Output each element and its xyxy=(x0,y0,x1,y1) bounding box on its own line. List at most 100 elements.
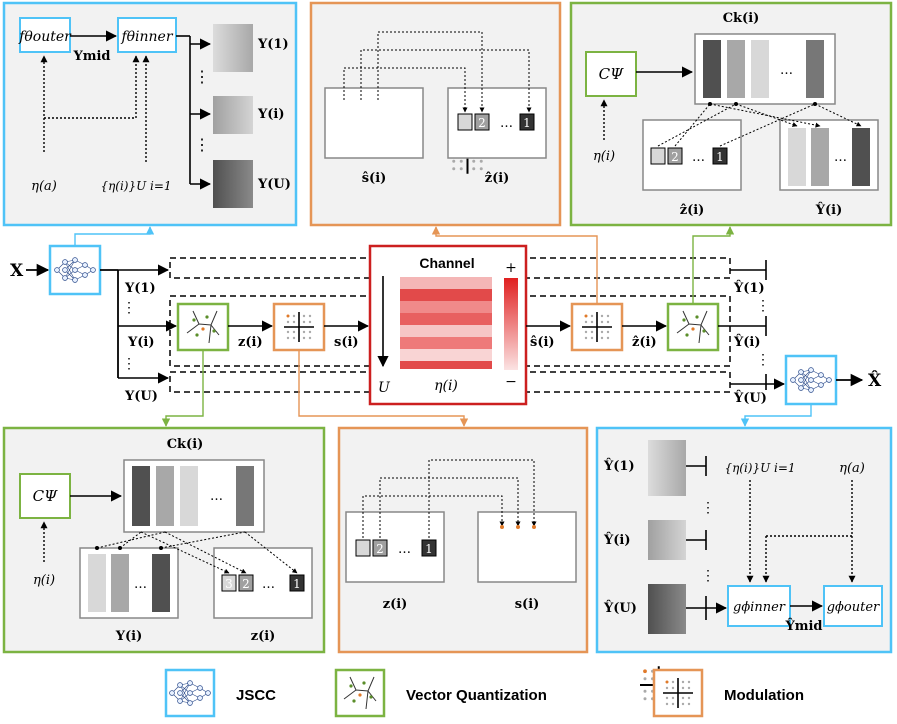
ellipsis: … xyxy=(134,577,147,592)
yi-label: Y(i) xyxy=(257,107,285,122)
c-psi-label: CΨ xyxy=(599,65,624,83)
vdots: ⋮ xyxy=(701,568,715,584)
index-value: 1 xyxy=(425,542,433,556)
y-mid-label: Ymid xyxy=(72,49,110,64)
modulation-detail-panel: 2 … 1 z(i) s(i) xyxy=(337,426,679,705)
index-value: 1 xyxy=(716,150,724,164)
eta-set-label: {η(i)}U i=1 xyxy=(724,461,795,475)
s-hat-stream-label: ŝ(i) xyxy=(530,335,555,350)
yU-label: Y(U) xyxy=(257,177,291,192)
index-value: 2 xyxy=(671,150,679,164)
legend-mod-label: Modulation xyxy=(724,687,804,704)
z-stream-label: z(i) xyxy=(238,335,263,350)
index-cell xyxy=(519,113,535,131)
eta-set-label: {η(i)}U i=1 xyxy=(100,179,171,193)
index-value: 2 xyxy=(376,542,384,556)
yi-hat-label: Ŷ(i) xyxy=(603,532,631,548)
main-pipeline: X Y(1) Y(i) ⋮ z(i) s(i) Y(U) ⋮ Channel U xyxy=(10,226,882,427)
c-psi-label: CΨ xyxy=(33,487,58,505)
encoder-detail-panel: fθouter Ymid fθinner ⋮ ⋮ Y(1) Y(i) Y(U) … xyxy=(2,1,298,227)
eta-a-label: η(a) xyxy=(839,461,865,476)
yU-stream-label: Y(U) xyxy=(124,389,158,404)
index-cell xyxy=(474,113,490,131)
ellipsis: … xyxy=(398,542,411,557)
codebook-label: Ck(i) xyxy=(167,437,204,452)
index-value: 1 xyxy=(293,577,301,591)
legend-vq-swatch xyxy=(334,668,386,718)
y-hat-label: Ŷ(i) xyxy=(815,202,843,218)
index-cell xyxy=(457,113,473,131)
eta-label: η(i) xyxy=(593,149,615,164)
c-psi-block xyxy=(585,51,637,97)
y1-hat-stream-label: Ŷ(1) xyxy=(733,280,765,296)
vdots: ⋮ xyxy=(194,135,210,154)
s-label: s(i) xyxy=(515,597,540,612)
constellation-box xyxy=(477,511,577,583)
index-value: 2 xyxy=(478,116,486,130)
yi-hat-stream-label: Ŷ(i) xyxy=(733,334,761,350)
f-outer-block xyxy=(19,17,71,53)
y-mid-label: Ŷmid xyxy=(784,618,822,634)
vdots: ⋮ xyxy=(194,67,210,86)
index-value: 3 xyxy=(225,577,233,591)
z-hat-stream-label: ẑ(i) xyxy=(632,335,657,350)
yU-hat-stream-label: Ŷ(U) xyxy=(733,390,767,406)
yi-stream-label: Y(i) xyxy=(127,335,155,350)
ellipsis: … xyxy=(210,489,223,504)
feature-block xyxy=(213,160,253,208)
eta-a-label: η(a) xyxy=(31,179,57,194)
g-outer-block xyxy=(823,585,883,627)
vdots: ⋮ xyxy=(122,356,136,372)
z-hat-label: ẑ(i) xyxy=(485,171,510,186)
y-label: Y(i) xyxy=(115,629,143,644)
feature-block xyxy=(213,24,253,72)
dequantization-detail-panel: Ck(i) … CΨ η(i) 2 … 1 … ẑ(i) Ŷ(i) xyxy=(569,1,893,227)
ellipsis: … xyxy=(262,577,275,592)
z-hat-label: ẑ(i) xyxy=(680,203,705,218)
constellation-box xyxy=(324,87,424,159)
channel-title: Channel xyxy=(419,255,474,271)
y1-label: Y(1) xyxy=(257,37,289,52)
s-hat-label: ŝ(i) xyxy=(362,171,387,186)
ellipsis: … xyxy=(834,150,847,165)
y1-stream-label: Y(1) xyxy=(124,281,156,296)
legend-jscc-label: JSCC xyxy=(236,687,276,704)
z-label: z(i) xyxy=(383,597,408,612)
legend: JSCC Vector Quantization Modulation xyxy=(164,668,804,718)
feature-block xyxy=(213,96,253,134)
codebook-label: Ck(i) xyxy=(723,11,760,26)
yU-hat-label: Ŷ(U) xyxy=(603,600,637,616)
ellipsis: … xyxy=(692,150,705,165)
channel-noise-matrix xyxy=(400,277,492,369)
users-axis-label: U xyxy=(378,380,391,396)
input-x-label: X xyxy=(10,261,24,281)
eta-label: η(i) xyxy=(33,573,55,588)
legend-vq-label: Vector Quantization xyxy=(406,687,547,704)
channel-noise-label: η(i) xyxy=(434,378,458,394)
output-x-hat-label: X̂ xyxy=(868,371,882,391)
g-outer-label: gϕouter xyxy=(827,600,880,615)
f-outer-label: fθouter xyxy=(18,29,72,45)
c-psi-block xyxy=(19,473,71,519)
index-value: 1 xyxy=(523,116,531,130)
f-inner-block xyxy=(117,17,177,53)
vq-encoder-block xyxy=(176,302,230,352)
noise-scale-bar xyxy=(504,278,518,370)
minus-label: − xyxy=(505,374,517,390)
f-inner-label: fθinner xyxy=(120,29,173,45)
vdots: ⋮ xyxy=(701,500,715,516)
demodulation-detail-panel: 2 … 1 ŝ(i) ẑ(i) xyxy=(309,1,562,227)
vdots: ⋮ xyxy=(122,300,136,316)
g-inner-label: gϕinner xyxy=(733,600,786,615)
y1-hat-label: Ŷ(1) xyxy=(603,458,635,474)
quantization-detail-panel: Ck(i) … CΨ η(i) … 3 2 … 1 Y(i) z(i) xyxy=(2,426,326,654)
ellipsis: … xyxy=(780,63,793,78)
z-label: z(i) xyxy=(251,629,276,644)
s-stream-label: s(i) xyxy=(334,335,359,350)
ellipsis: … xyxy=(500,116,513,131)
decoder-detail-panel: Ŷ(1) Ŷ(i) Ŷ(U) ⋮ ⋮ gϕinner Ŷmid gϕouter … xyxy=(595,426,893,654)
index-value: 2 xyxy=(242,577,250,591)
plus-label: + xyxy=(505,260,517,276)
vdots: ⋮ xyxy=(756,352,770,368)
